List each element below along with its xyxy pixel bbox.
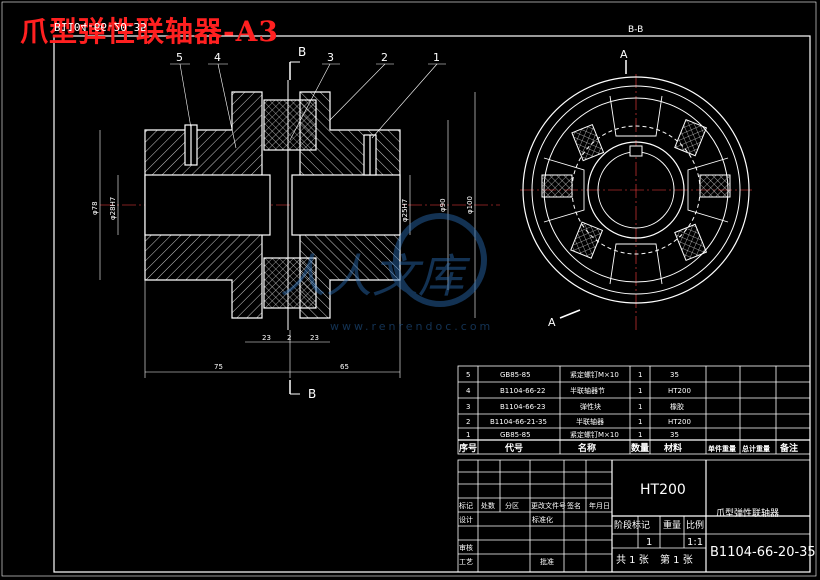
title-block-text: HT200 爪型弹性联轴器 B1104-66-20-35 标记 处数 分区 更改… — [459, 482, 816, 566]
tb-scale-val: 1:1 — [687, 537, 703, 548]
tb-design: 设计 — [459, 515, 473, 524]
bom-name: 弹性块 — [580, 402, 601, 411]
section-mark-a-top: A — [620, 48, 628, 61]
tb-approve: 批准 — [540, 557, 554, 566]
tb-process: 工艺 — [459, 558, 473, 566]
tb-stage: 阶段标记 — [614, 519, 650, 531]
dim-phi78: φ78 — [91, 201, 99, 215]
end-view — [520, 60, 752, 330]
dim-w2: 2 — [287, 334, 291, 342]
tb-weight: 重量 — [663, 519, 681, 531]
tb-mark: 标记 — [459, 501, 473, 510]
dim-len-right: 65 — [340, 363, 349, 371]
section-mark-a-bottom: A — [548, 316, 556, 329]
bom-header-mat: 材料 — [663, 442, 682, 454]
bom-table — [457, 365, 811, 455]
bom-no: 1 — [466, 431, 470, 439]
section-mark-b-bottom: B — [308, 387, 316, 401]
section-label-bb: B-B — [628, 25, 643, 35]
dim-phi25: φ25H7 — [401, 199, 409, 222]
bom-no: 4 — [466, 387, 471, 395]
drawing-number-mirrored: B1104-66-20-35 — [54, 20, 147, 33]
bom-name: 半联轴器 — [576, 417, 604, 426]
bom-mat: 橡胶 — [670, 402, 684, 411]
section-mark-b-top: B — [298, 45, 306, 59]
bom-name: 半联轴器节 — [570, 386, 605, 395]
bom-code: B1104-66-22 — [500, 387, 545, 395]
balloon-4: 4 — [214, 51, 221, 64]
bom-mat: 35 — [670, 371, 679, 379]
bom-mat: 35 — [670, 431, 679, 439]
tb-qty-val: 1 — [646, 537, 652, 548]
bom-qty: 1 — [638, 387, 642, 395]
bom-header-note: 备注 — [779, 442, 798, 454]
bom-code: GB85-85 — [500, 371, 531, 379]
tb-drawing-no: B1104-66-20-35 — [710, 545, 816, 560]
bom-mat: HT200 — [668, 387, 691, 395]
tb-zone: 分区 — [505, 501, 519, 510]
tb-change-doc: 更改文件号 — [531, 501, 566, 510]
watermark-text: 人人文库 — [280, 249, 471, 303]
watermark: 人人文库 www.renrendoc.com — [280, 213, 493, 333]
bom-name: 紧定螺钉M×10 — [570, 370, 619, 379]
bom-no: 2 — [466, 418, 470, 426]
balloon-3: 3 — [327, 51, 334, 64]
sectional-view — [99, 61, 500, 395]
balloon-5: 5 — [176, 51, 183, 64]
bom-name: 紧定螺钉M×10 — [570, 430, 619, 439]
bom-no: 3 — [466, 403, 470, 411]
bom-header-qty: 数量 — [631, 442, 649, 454]
balloon-2: 2 — [381, 51, 388, 64]
tb-date: 年月日 — [589, 501, 610, 510]
bom-header-total-w: 总计重量 — [742, 444, 770, 453]
tb-check: 审核 — [459, 543, 473, 552]
bom-qty: 1 — [638, 418, 642, 426]
dim-phi90: φ90 — [439, 198, 447, 212]
bom-qty: 1 — [638, 371, 642, 379]
bom-mat: HT200 — [668, 418, 691, 426]
drawing-title: 爪型弹性联轴器-A3 — [20, 15, 279, 48]
tb-total-sheets: 共 1 张 — [616, 554, 649, 566]
tb-sheet: 第 1 张 — [660, 553, 693, 566]
tb-count: 处数 — [481, 501, 495, 510]
bom-header-unit-w: 单件重量 — [708, 444, 736, 453]
dim-len-left: 75 — [214, 363, 223, 371]
dim-phi28: φ28H7 — [109, 197, 117, 220]
title-block — [457, 459, 811, 573]
watermark-url: www.renrendoc.com — [330, 320, 493, 333]
tb-scale: 比例 — [686, 519, 704, 531]
tb-part-name: 爪型弹性联轴器 — [716, 507, 779, 519]
bom-header-code: 代号 — [504, 442, 523, 454]
bom-header-no: 序号 — [459, 442, 477, 454]
bom-code: GB85-85 — [500, 431, 531, 439]
bom-header: 序号 代号 名称 数量 材料 单件重量 总计重量 备注 — [459, 442, 798, 454]
bom-rows: 5 GB85-85 紧定螺钉M×10 1 35 4 B1104-66-22 半联… — [466, 370, 691, 439]
tb-material: HT200 — [640, 482, 686, 498]
tb-sign: 签名 — [567, 501, 581, 510]
dim-w1: 23 — [262, 334, 271, 342]
bom-no: 5 — [466, 371, 470, 379]
balloon-1: 1 — [433, 51, 440, 64]
bom-header-name: 名称 — [578, 442, 596, 454]
bom-code: B1104-66-23 — [500, 403, 545, 411]
dim-w3: 23 — [310, 334, 319, 342]
bom-qty: 1 — [638, 403, 642, 411]
drawing-frame — [53, 35, 811, 573]
dim-phi100: φ100 — [466, 196, 474, 214]
tb-standard: 标准化 — [532, 515, 553, 524]
bom-code: B1104-66-21-35 — [490, 418, 547, 426]
bom-qty: 1 — [638, 431, 642, 439]
